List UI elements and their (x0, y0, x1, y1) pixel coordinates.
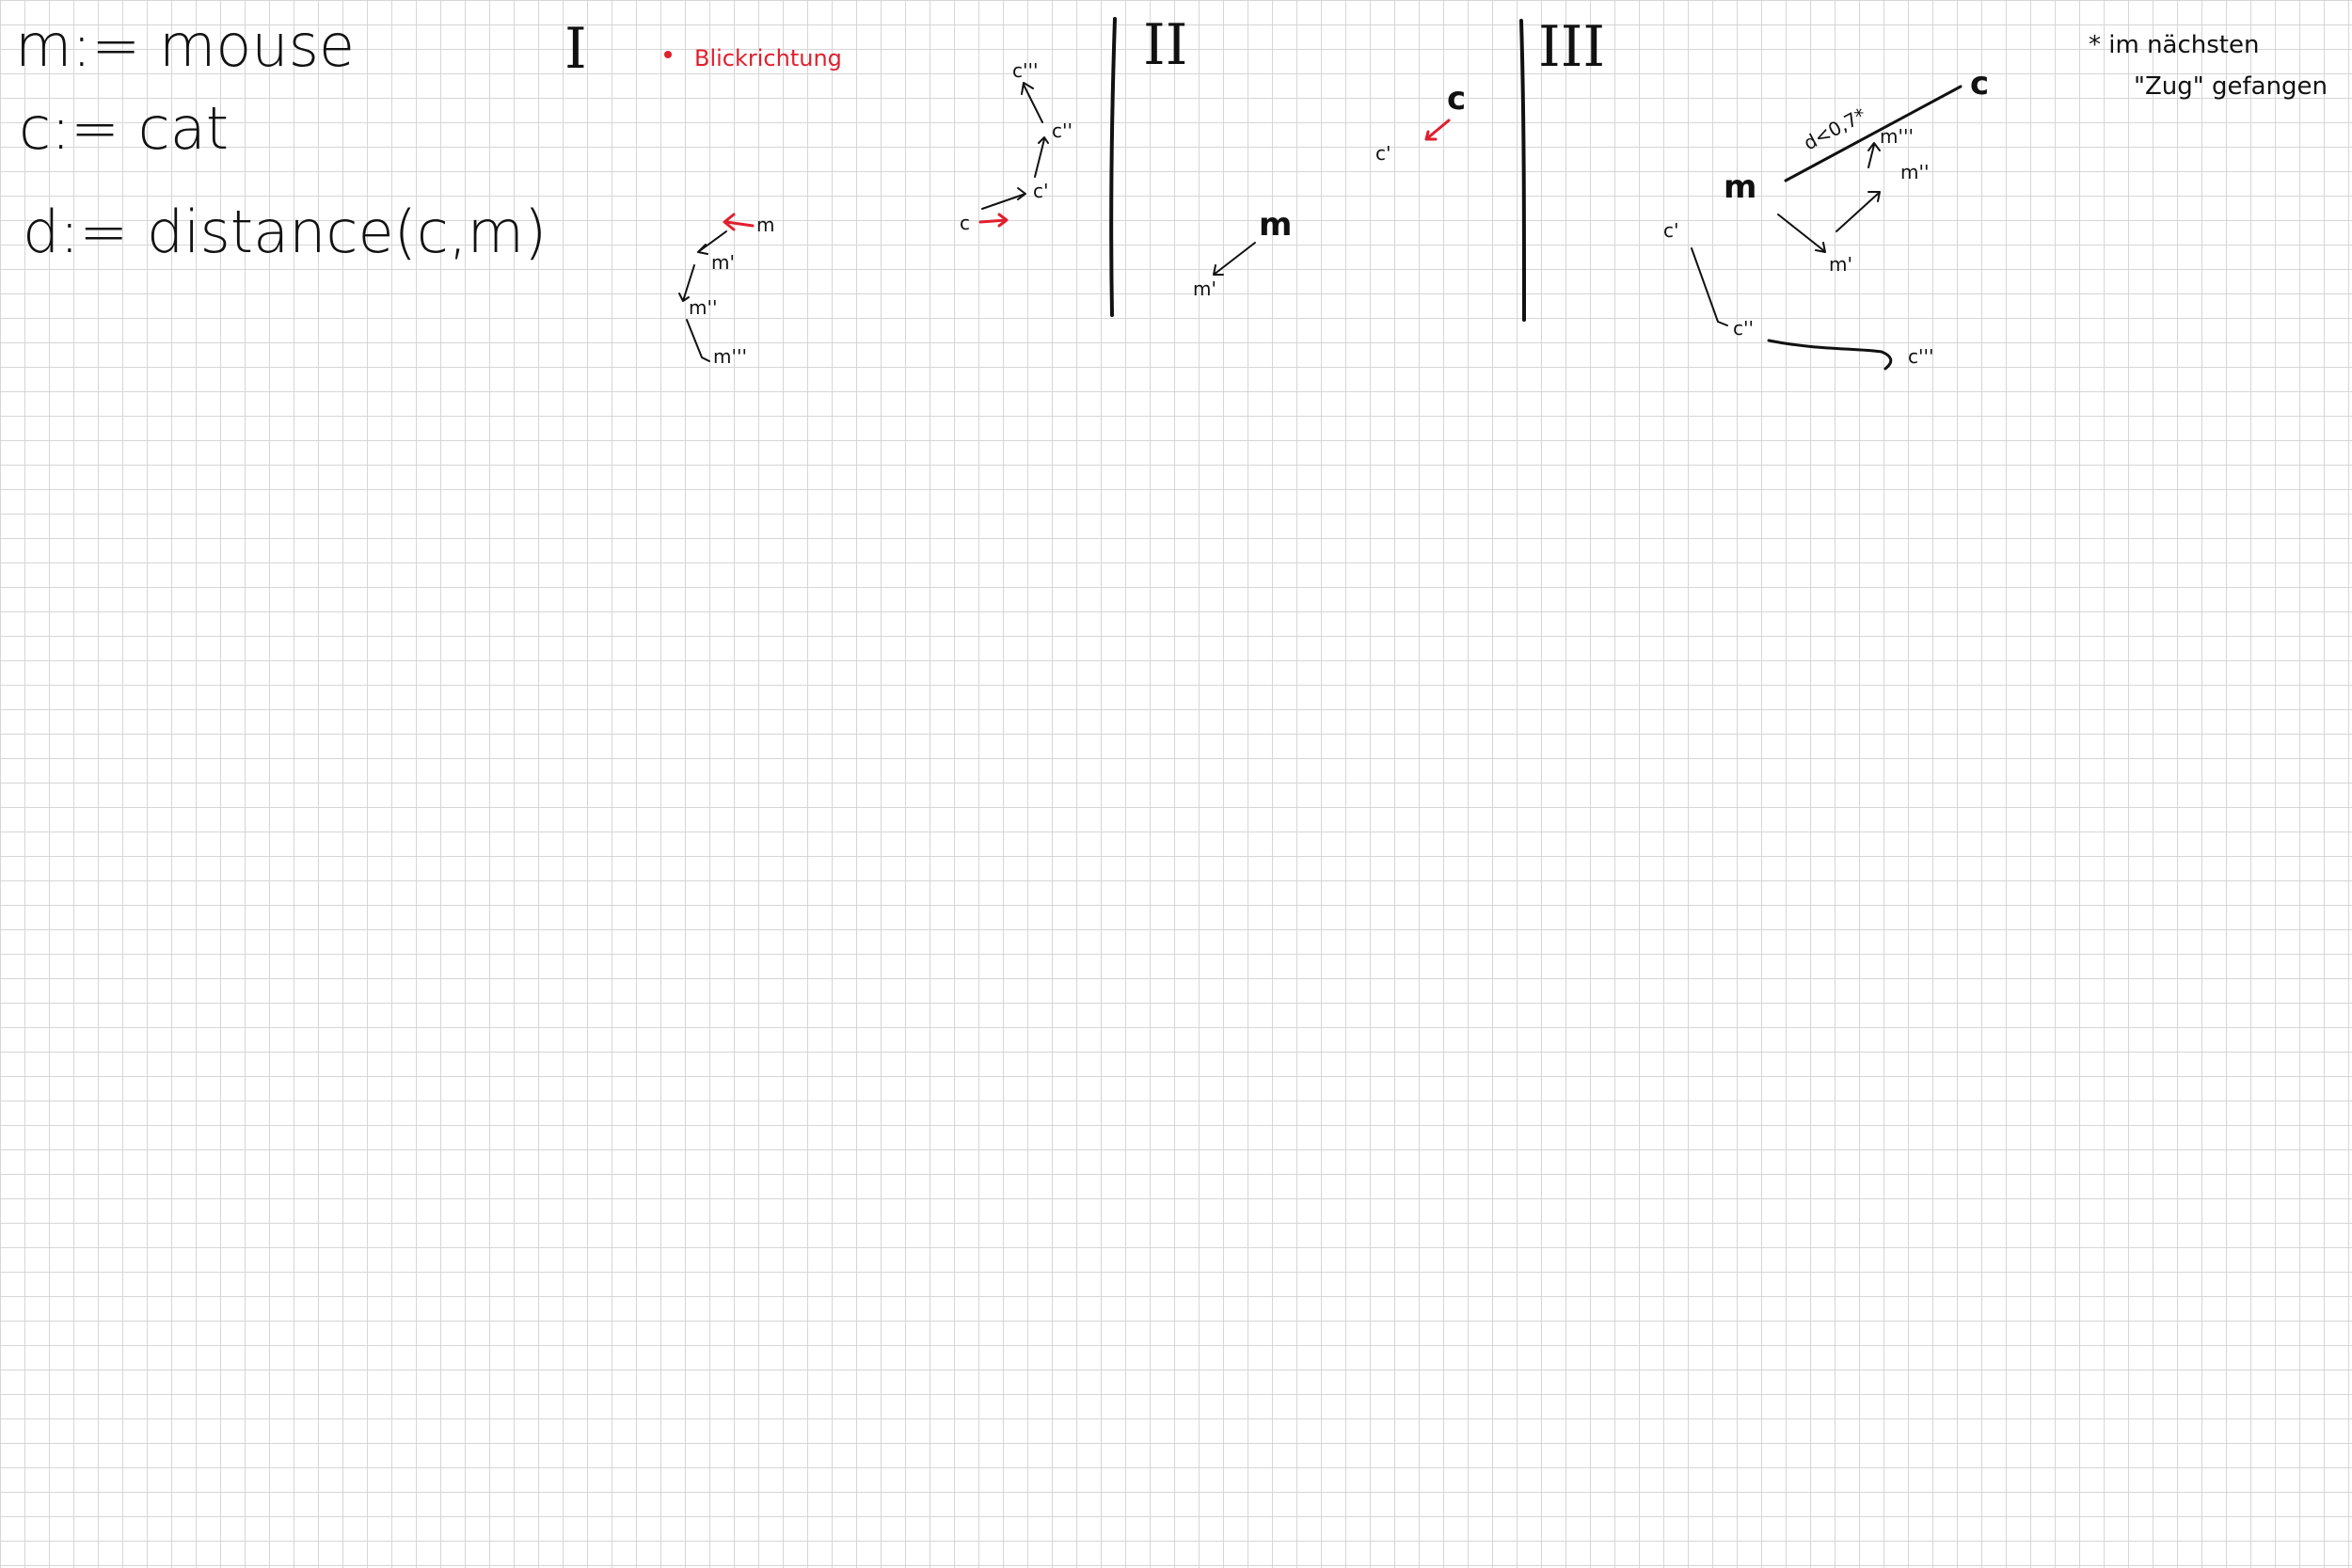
s3-distance-line (1784, 85, 1963, 182)
mouse-label-2: m'' (689, 296, 717, 319)
s3-cat-label-1: c' (1663, 219, 1679, 242)
mouse-label-1: m' (711, 251, 735, 274)
cat-move-arrow-3 (1021, 82, 1043, 123)
s3-mouse-arrow-1 (1777, 214, 1826, 253)
section-label-2: II (1143, 12, 1187, 78)
definition-cat: c:= cat (19, 94, 229, 163)
s3-mouse-arrow-2 (1836, 191, 1881, 232)
cat-move-arrow-1 (981, 187, 1026, 210)
s3-cat-label-2: c'' (1733, 317, 1754, 340)
s3-mouse-label-2: m'' (1900, 161, 1929, 183)
mouse-move-arrow-3 (686, 319, 710, 362)
divider-2 (1519, 19, 1526, 322)
section-label-3: III (1538, 14, 1605, 80)
cat-label-2: c'' (1052, 119, 1073, 142)
cat-label-3: c''' (1012, 59, 1039, 82)
section-label-1: I (564, 16, 587, 82)
bullet-dot (664, 51, 672, 58)
s3-cat-label-3: c''' (1908, 345, 1934, 368)
s3-cat-arrow-2 (1767, 339, 1893, 371)
cat-label: c (960, 212, 970, 234)
mouse-label-3: m''' (713, 345, 747, 368)
footnote-line-2: "Zug" gefangen (2134, 72, 2328, 101)
mouse-move-arrow-1 (697, 230, 727, 255)
mouse-direction-arrow (723, 213, 755, 231)
s2-mouse-arrow (1213, 242, 1256, 276)
s2-cat-arrow (1424, 119, 1451, 141)
definition-distance: d:= distance(c,m) (23, 198, 547, 266)
cat-move-arrow-2 (1034, 136, 1049, 178)
s2-cat-label: c (1447, 80, 1466, 118)
s3-mouse-label-3: m''' (1880, 125, 1914, 148)
definition-mouse: m:= mouse (15, 11, 355, 80)
divider-1 (1109, 17, 1117, 317)
mouse-move-arrow-2 (678, 264, 695, 302)
cat-direction-arrow (978, 213, 1009, 228)
s3-cat-arrow-1 (1691, 247, 1728, 326)
s3-mouse-label: m (1724, 168, 1756, 206)
mouse-label: m (756, 214, 774, 236)
bullet-blickrichtung: Blickrichtung (694, 45, 842, 71)
footnote-line-1: * im nächsten (2089, 31, 2259, 59)
cat-label-1: c' (1033, 180, 1049, 202)
s3-cat-label: c (1970, 65, 1989, 103)
s2-cat-next-label: c' (1375, 142, 1391, 165)
s3-mouse-label-1: m' (1829, 253, 1852, 276)
s3-distance-label: d<0,7* (1800, 103, 1869, 155)
s3-mouse-arrow-3 (1867, 142, 1881, 168)
s2-mouse-label: m (1259, 206, 1292, 244)
s2-mouse-next-label: m' (1193, 277, 1216, 300)
